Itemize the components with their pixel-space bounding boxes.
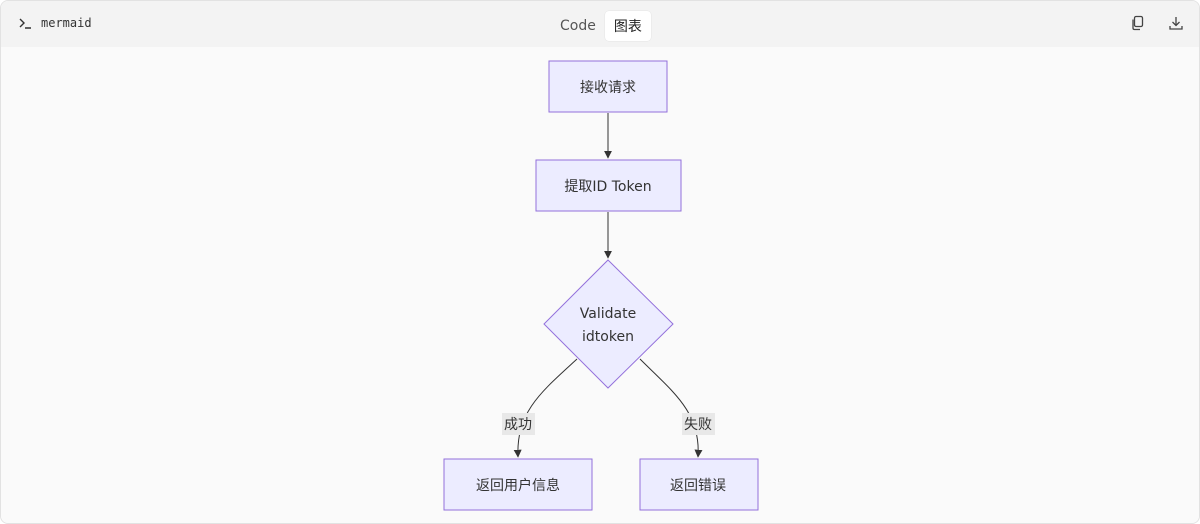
edge-label-success: 成功 <box>502 413 535 435</box>
edge-validate-error <box>639 358 703 458</box>
code-block-toolbar: mermaid Code 图表 <box>1 1 1199 47</box>
language-label: mermaid <box>41 16 92 30</box>
toolbar-actions <box>1129 14 1185 32</box>
language-indicator: mermaid <box>18 16 92 30</box>
view-tabs: Code 图表 <box>551 11 651 41</box>
edge-validate-success <box>513 358 578 458</box>
terminal-prompt-icon <box>18 16 32 30</box>
download-icon <box>1169 17 1183 30</box>
node-extract-token[interactable]: 提取ID Token <box>535 159 682 212</box>
node-extract-token-label: 提取ID Token <box>564 179 651 195</box>
node-receive-request[interactable]: 接收请求 <box>548 60 668 113</box>
node-validate-idtoken[interactable]: Validate idtoken <box>543 259 674 389</box>
copy-button[interactable] <box>1129 14 1147 32</box>
node-return-user-info[interactable]: 返回用户信息 <box>443 458 593 511</box>
flowchart-svg: 成功 失败 接收请求 提取ID Token Validate idtoken <box>443 60 759 511</box>
tab-chart[interactable]: 图表 <box>604 11 651 41</box>
node-return-error[interactable]: 返回错误 <box>639 458 759 511</box>
download-button[interactable] <box>1167 14 1185 32</box>
node-receive-request-label: 接收请求 <box>580 79 636 96</box>
edge-label-error-text: 失败 <box>684 417 712 433</box>
node-validate-label-line1: Validate <box>580 306 636 322</box>
edge-label-success-text: 成功 <box>504 417 532 433</box>
edge-label-error: 失败 <box>682 413 715 435</box>
copy-icon <box>1132 15 1144 31</box>
node-return-user-info-label: 返回用户信息 <box>476 477 560 494</box>
diagram-canvas: 成功 失败 接收请求 提取ID Token Validate idtoken <box>1 47 1199 523</box>
node-return-error-label: 返回错误 <box>670 478 726 494</box>
tab-code[interactable]: Code <box>560 18 596 34</box>
node-validate-label-line2: idtoken <box>582 329 634 345</box>
